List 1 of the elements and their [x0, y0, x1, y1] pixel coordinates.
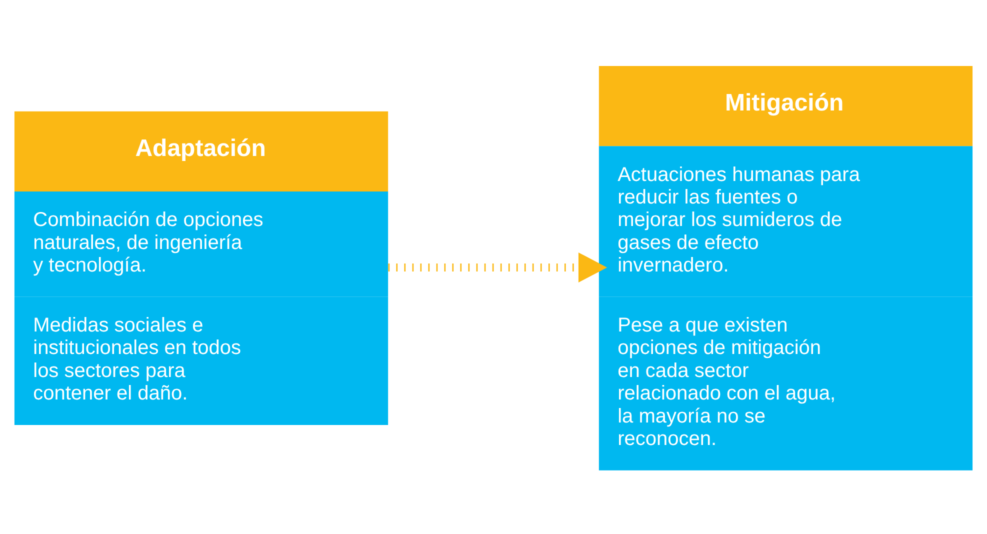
arrow [388, 252, 608, 282]
